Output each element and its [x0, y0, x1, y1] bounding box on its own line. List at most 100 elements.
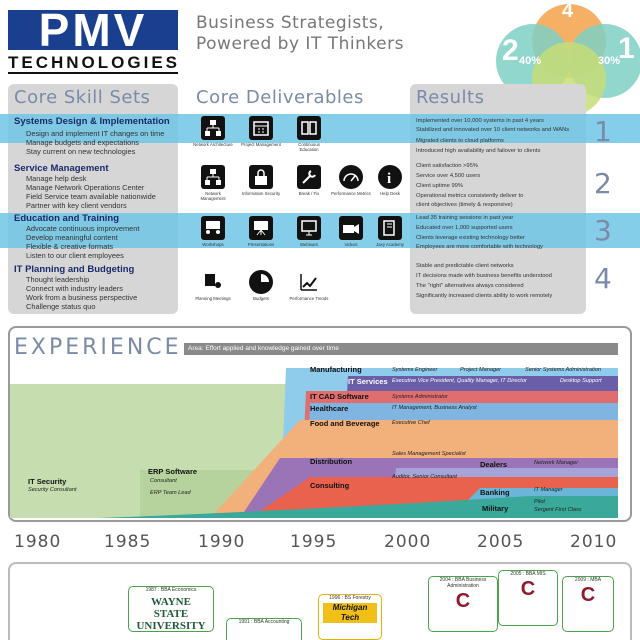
- experience-title: EXPERIENCE: [14, 335, 182, 360]
- deliverable-planning-meetings: Planning Meetings: [193, 270, 233, 301]
- result-item: Client satisfaction >95%: [416, 163, 479, 169]
- deliverable-jaxy-academy: Jaxy Academy: [370, 216, 410, 247]
- education-card-bba-mis: 2005 : BBA MIS C: [498, 570, 558, 626]
- role-label: Consultant: [150, 478, 177, 484]
- deliverable-videos: Videos: [331, 216, 371, 247]
- skill-title-4: IT Planning and Budgeting: [14, 264, 135, 275]
- area-label-food-beverage: Food and Beverage: [310, 419, 380, 428]
- deliverable-presentations: Presentations: [241, 216, 281, 247]
- network-icon: [201, 116, 225, 140]
- area-label-manufacturing: Manufacturing: [310, 365, 362, 374]
- role-label: Sales Management Specialist: [392, 451, 466, 457]
- venn-label-top: 4: [562, 0, 574, 22]
- result-number-1: 1: [594, 115, 612, 148]
- deliverable-network-management: Network Management: [193, 165, 233, 201]
- trend-chart-icon: [297, 270, 321, 294]
- wrench-icon: [297, 165, 321, 189]
- skill-item: Design and implement IT changes on time: [26, 129, 165, 138]
- role-label: Executive Chef: [392, 420, 430, 426]
- deliverable-workshops: Workshops: [193, 216, 233, 247]
- results-header: Results: [416, 87, 485, 108]
- area-label-consulting: Consulting: [310, 481, 350, 490]
- result-item: The "right" alternatives always consider…: [416, 283, 524, 289]
- area-military: [100, 496, 618, 518]
- role-label: ERP Team Lead: [150, 490, 191, 496]
- central-michigan-logo: C: [455, 590, 471, 612]
- experience-area-chart: [10, 368, 618, 518]
- result-item: Implemented over 10,000 systems in past …: [416, 118, 544, 124]
- school-logo-wayne-state: WAYNE STATE UNIVERSITY: [136, 596, 206, 632]
- result-number-3: 3: [594, 214, 612, 247]
- gauge-icon: [339, 165, 363, 189]
- year-label: 1995: [290, 532, 338, 552]
- year-label: 2005: [477, 532, 525, 552]
- workshop-icon: [201, 216, 225, 240]
- education-card-mba: 2009 : MBA C: [562, 576, 614, 632]
- year-label: 2000: [384, 532, 432, 552]
- area-label-military: Military: [482, 504, 509, 513]
- role-label: IT Management, Business Analyst: [392, 405, 477, 411]
- skill-item: Listen to our client employees: [26, 251, 124, 260]
- education-card-michigan-tech: 1996 : BS Forestry Michigan Tech: [318, 594, 382, 640]
- experience-area-label: Area: Effort applied and knowledge gaine…: [184, 343, 618, 355]
- year-label: 1980: [14, 532, 62, 552]
- result-item: Migrated clients to cloud platforms: [416, 138, 504, 144]
- education-card-accounting: 1991 : BBA Accounting: [226, 618, 302, 640]
- skill-title-1: Systems Design & Implementation: [14, 116, 170, 127]
- info-icon: i: [378, 165, 402, 189]
- skill-item: Partner with key client vendors: [26, 201, 127, 210]
- result-number-4: 4: [594, 262, 612, 295]
- result-item: Client uptime 99%: [416, 183, 464, 189]
- skill-item: Stay current on new technologies: [26, 147, 136, 156]
- result-number-2: 2: [594, 167, 612, 200]
- skill-item: Flexible & creative formats: [26, 242, 114, 251]
- education-card-wayne-state: 1987 : BBA Economics WAYNE STATE UNIVERS…: [128, 586, 214, 632]
- role-label: Systems Engineer: [392, 367, 438, 373]
- year-label: 1985: [104, 532, 152, 552]
- result-item: IT decisions made with business benefits…: [416, 273, 552, 279]
- tagline-line-1: Business Strategists,: [196, 13, 385, 33]
- area-label-it-cad: IT CAD Software: [310, 392, 369, 401]
- book-icon: [378, 216, 402, 240]
- svg-text:i: i: [387, 171, 391, 186]
- meeting-icon: [201, 270, 225, 294]
- pie-chart-icon: [249, 270, 273, 294]
- role-label: Network Manager: [534, 460, 579, 466]
- deliverable-information-security: Information Security: [241, 165, 281, 196]
- school-logo-michigan-tech: Michigan Tech: [323, 603, 377, 623]
- result-item: Employees are more comfortable with tech…: [416, 244, 543, 250]
- role-label: Desktop Support: [560, 378, 602, 384]
- skill-item: Challenge status quo: [26, 302, 96, 311]
- area-label-healthcare: Healthcare: [310, 404, 349, 413]
- skill-item: Connect with industry leaders: [26, 284, 123, 293]
- skills-header: Core Skill Sets: [14, 87, 151, 108]
- result-item: Stable and predictable client networks: [416, 263, 514, 269]
- skill-item: Field Service team available nationwide: [26, 192, 156, 201]
- skill-title-2: Service Management: [14, 163, 109, 174]
- role-label: Senior Systems Administration: [525, 367, 601, 373]
- logo-subtitle: TECHNOLOGIES: [8, 53, 181, 74]
- deliverable-webinars: Webinars: [289, 216, 329, 247]
- calendar-icon: [249, 116, 273, 140]
- skill-item: Develop meaningful content: [26, 233, 118, 242]
- venn-pct-left: 40%: [519, 55, 542, 67]
- monitor-icon: [297, 216, 321, 240]
- area-label-distribution: Distribution: [310, 457, 353, 466]
- deliverable-break-fix: Break / Fix: [289, 165, 329, 196]
- result-item: Lead 35 training sessions in past year: [416, 215, 514, 221]
- role-label: Sergent First Class: [534, 507, 582, 513]
- role-label: IT Manager: [534, 487, 563, 493]
- skill-item: Work from a business perspective: [26, 293, 138, 302]
- central-michigan-logo: C: [520, 578, 536, 600]
- network-icon: [201, 165, 225, 189]
- area-label-erp-software: ERP Software: [148, 467, 198, 476]
- area-label-it-services: IT Services: [348, 377, 388, 386]
- easel-icon: [249, 216, 273, 240]
- logo: PMV: [38, 4, 148, 56]
- result-item: Service over 4,500 users: [416, 173, 481, 179]
- role-label: Pilot: [534, 499, 545, 505]
- result-item: Clients leverage existing technology bet…: [416, 235, 525, 241]
- skill-item: Manage budgets and expectations: [26, 138, 139, 147]
- result-item: client objectives (timely & responsive): [416, 202, 513, 208]
